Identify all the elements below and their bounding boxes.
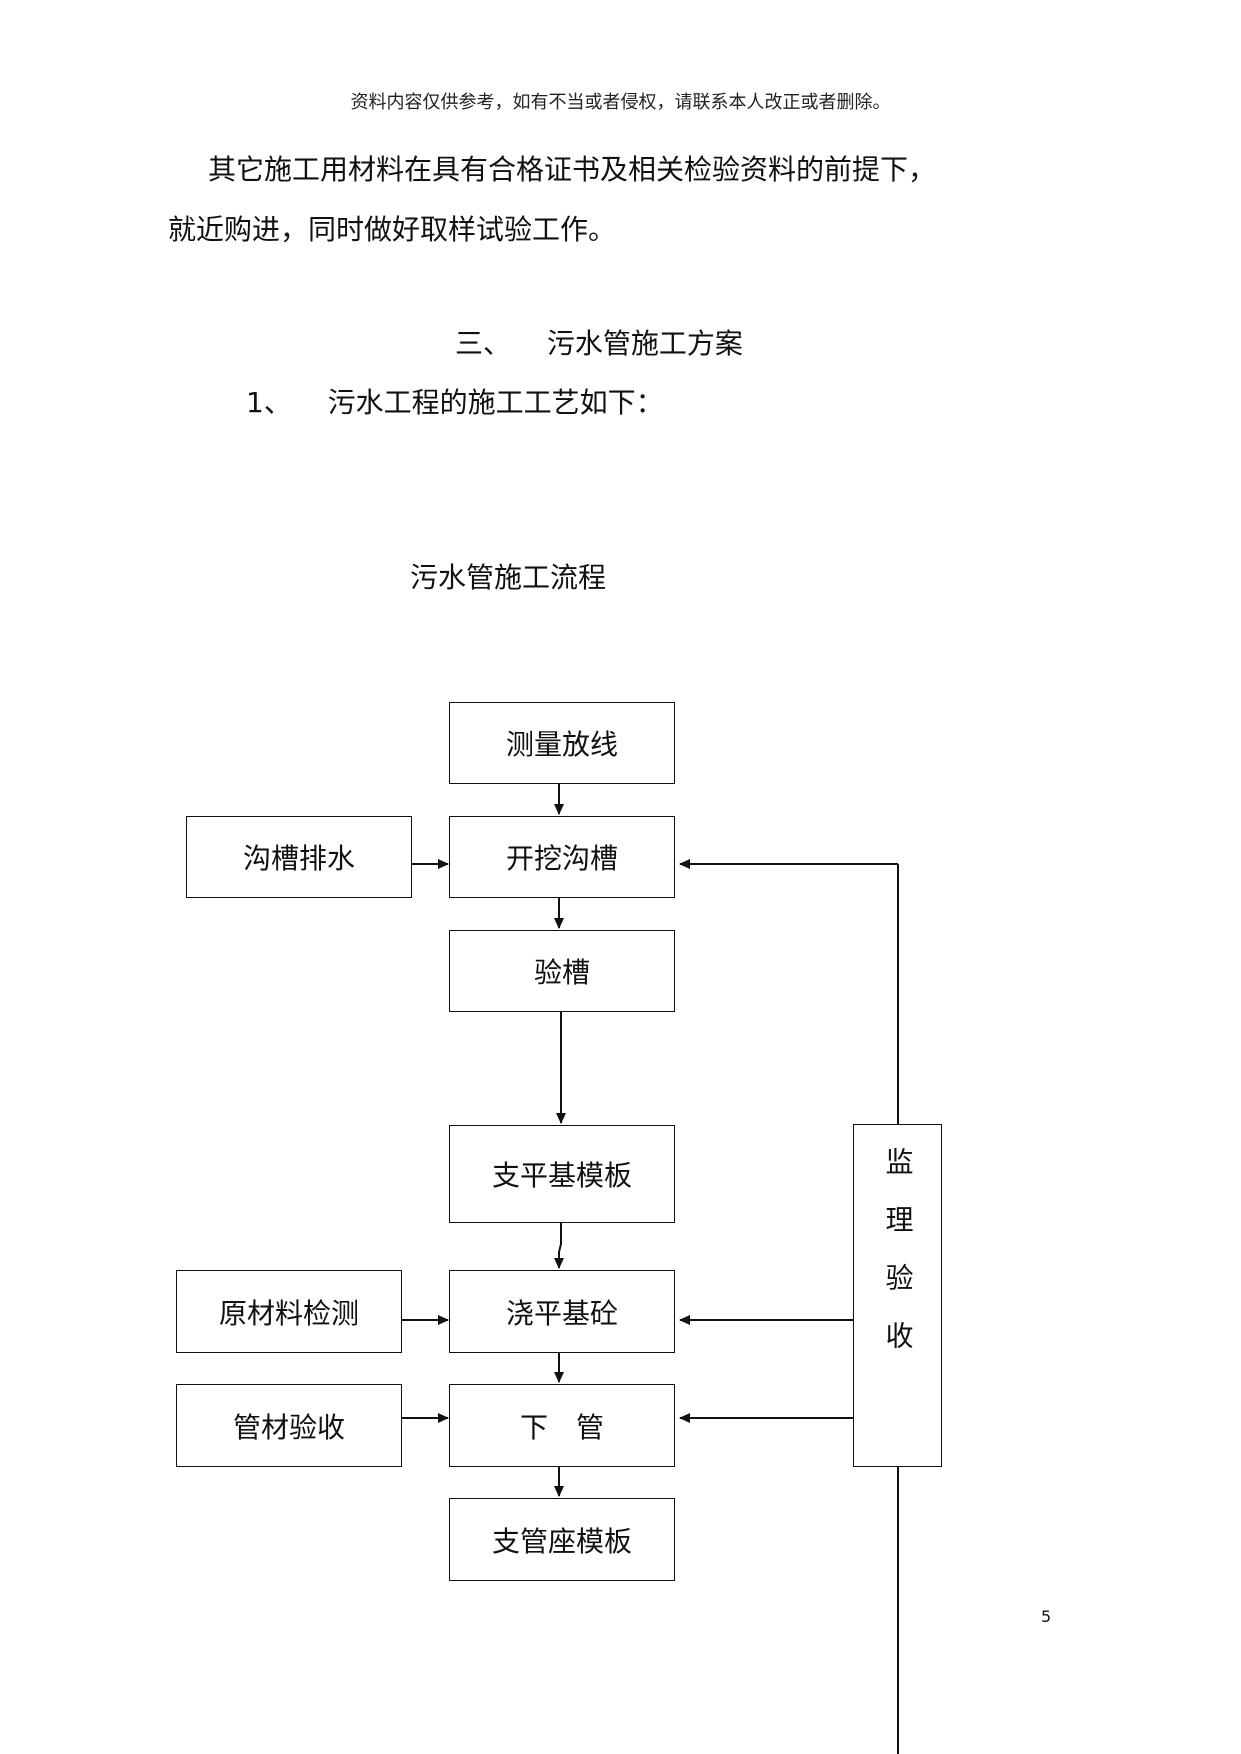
input-drainage-label: 沟槽排水	[242, 842, 355, 875]
step-pour-label: 浇平基砼	[505, 1296, 618, 1330]
step-pour: 浇平基砼	[449, 1270, 675, 1353]
input-pipe-acceptance: 管材验收	[176, 1384, 402, 1467]
section-number: 三、	[455, 327, 512, 360]
step-formwork: 支平基模板	[449, 1125, 675, 1223]
step-seat-formwork: 支管座模板	[449, 1498, 675, 1581]
subsection-number: 1、	[246, 386, 292, 419]
supervision-acceptance-box: 监理验收	[853, 1124, 942, 1467]
section-title: 污水管施工方案	[546, 327, 743, 360]
input-material-test-label: 原材料检测	[218, 1296, 359, 1330]
step-inspect-trench: 验槽	[449, 930, 675, 1012]
section-heading: 三、 污水管施工方案	[455, 322, 743, 362]
step-inspect-trench-label: 验槽	[533, 956, 590, 989]
step-excavate: 开挖沟槽	[449, 816, 675, 898]
step-lay-pipe-label: 下 管	[519, 1410, 604, 1444]
input-material-test: 原材料检测	[176, 1270, 402, 1353]
step-seat-formwork-label: 支管座模板	[491, 1524, 632, 1558]
step-excavate-label: 开挖沟槽	[505, 842, 618, 875]
subsection-heading: 1、 污水工程的施工工艺如下：	[246, 381, 664, 421]
input-pipe-acceptance-label: 管材验收	[232, 1410, 345, 1444]
step-survey-label: 测量放线	[505, 728, 618, 761]
paragraph-line-2: 就近购进，同时做好取样试验工作。	[168, 213, 617, 246]
flowchart-title: 污水管施工流程	[410, 561, 607, 594]
supervision-acceptance-label: 监理验收	[881, 1147, 915, 1379]
step-survey: 测量放线	[449, 702, 675, 784]
input-drainage: 沟槽排水	[186, 816, 412, 898]
page-header-disclaimer: 资料内容仅供参考，如有不当或者侵权，请联系本人改正或者删除。	[350, 92, 891, 113]
step-lay-pipe: 下 管	[449, 1384, 675, 1467]
step-formwork-label: 支平基模板	[491, 1159, 632, 1192]
subsection-title: 污水工程的施工工艺如下：	[327, 386, 664, 419]
arrow-formwork-to-pour	[554, 1222, 564, 1269]
paragraph-line-1: 其它施工用材料在具有合格证书及相关检验资料的前提下，	[208, 153, 937, 186]
page-number: 5	[1041, 1607, 1052, 1626]
